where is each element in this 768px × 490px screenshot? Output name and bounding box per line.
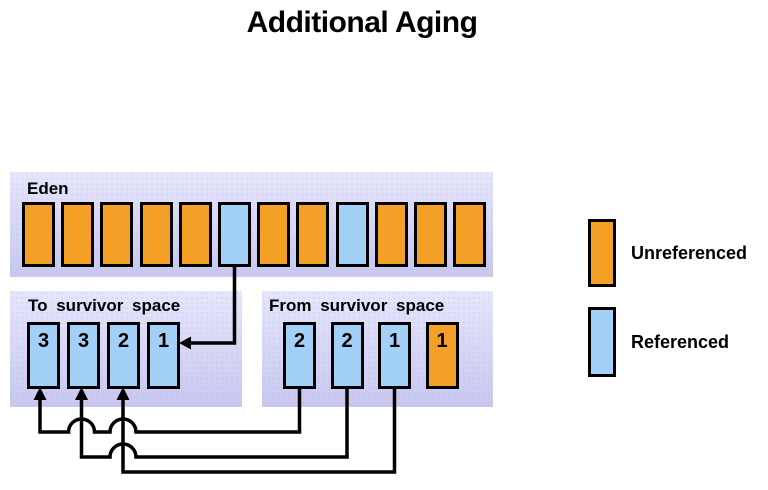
eden-label: Eden (27, 179, 69, 198)
to-survivor-label: To survivor space (28, 296, 181, 315)
memory-block-referenced (335, 202, 369, 267)
legend-item-unreferenced: Unreferenced (588, 219, 747, 287)
memory-block-unreferenced (22, 202, 55, 267)
unreferenced-label: Unreferenced (631, 242, 748, 263)
legend-item-referenced: Referenced (588, 307, 729, 377)
memory-block-unreferenced (257, 202, 291, 267)
memory-block-referenced: 2 (283, 322, 316, 389)
memory-block-unreferenced (296, 202, 330, 267)
memory-block-unreferenced (374, 202, 408, 267)
eden-panel: Eden (10, 172, 493, 277)
memory-block-referenced: 2 (330, 322, 364, 389)
memory-block-referenced: 1 (378, 322, 411, 389)
memory-block-referenced: 2 (107, 322, 140, 389)
memory-block-referenced: 3 (67, 322, 100, 389)
memory-block-unreferenced (61, 202, 95, 267)
memory-block-unreferenced (178, 202, 212, 267)
memory-block-unreferenced (100, 202, 134, 267)
slide-title: Additional Aging (246, 6, 478, 39)
memory-block-referenced (218, 202, 251, 267)
memory-block-unreferenced (414, 202, 447, 267)
memory-block-unreferenced: 1 (425, 322, 459, 389)
memory-block-unreferenced (139, 202, 173, 267)
memory-block-referenced: 1 (147, 322, 180, 389)
memory-block-referenced: 3 (27, 322, 60, 389)
referenced-swatch (588, 307, 616, 377)
from-survivor-label: From survivor space (269, 296, 445, 315)
referenced-label: Referenced (631, 331, 730, 352)
eden-blocks (10, 172, 493, 277)
unreferenced-swatch (588, 219, 616, 287)
memory-block-unreferenced (453, 202, 487, 267)
